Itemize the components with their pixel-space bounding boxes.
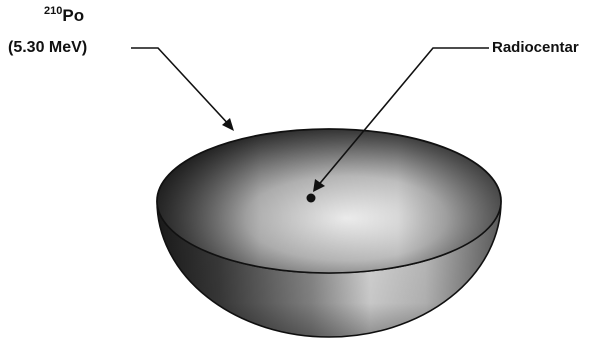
dot-icon: [307, 194, 316, 203]
isotope-leader-line: [131, 48, 234, 131]
hemisphere-icon: [157, 129, 501, 337]
bowl-inner-shade: [157, 129, 501, 273]
